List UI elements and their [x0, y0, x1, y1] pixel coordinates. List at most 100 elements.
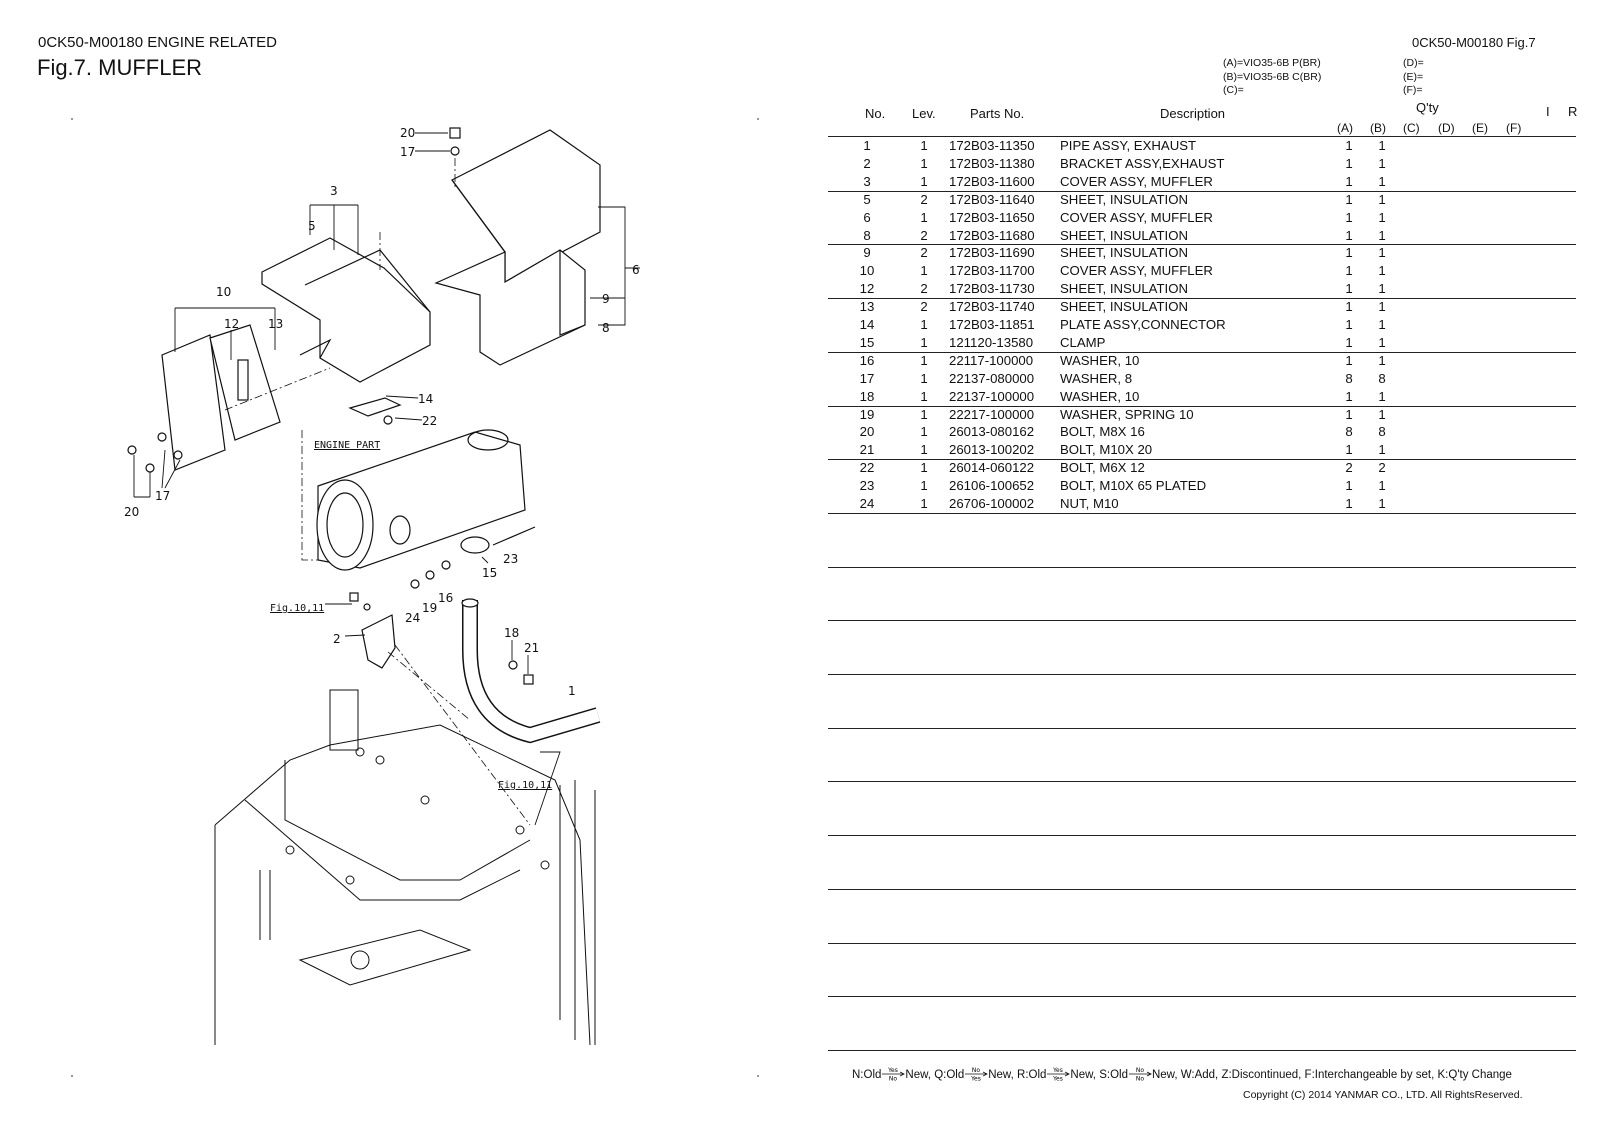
rule — [828, 351, 1576, 353]
svg-text:No: No — [1136, 1076, 1144, 1082]
cell-lev: 2 — [920, 299, 928, 315]
cell-description: SHEET, INSULATION — [1060, 299, 1188, 315]
cell-qty-b: 1 — [1378, 155, 1386, 171]
cell-lev: 1 — [920, 478, 928, 494]
cell-qty-a: 1 — [1345, 317, 1353, 332]
callout-16: 16 — [438, 591, 453, 605]
rule — [828, 512, 1576, 514]
cell-qty-a: 1 — [1345, 191, 1353, 207]
rule — [828, 835, 1576, 837]
cell-description: BRACKET ASSY,EXHAUST — [1060, 155, 1225, 171]
model-list-right: (D)= (E)= (F)= — [1403, 57, 1424, 98]
cell-lev: 1 — [920, 496, 928, 511]
rule — [828, 888, 1576, 890]
document-code-right: 0CK50-M00180 Fig.7 — [1412, 35, 1536, 50]
cell-qty-a: 2 — [1345, 460, 1353, 476]
cell-no: 19 — [859, 406, 875, 422]
cell-part-number: 172B03-11740 — [949, 299, 1035, 315]
legend-s-old: S:Old — [1099, 1069, 1128, 1081]
cell-description: WASHER, 10 — [1060, 388, 1140, 404]
cell-qty-b: 1 — [1378, 209, 1386, 225]
cell-no: 10 — [859, 263, 875, 279]
cell-no: 3 — [863, 173, 871, 189]
cell-part-number: 22117-100000 — [949, 352, 1034, 368]
cell-part-number: 22137-080000 — [949, 370, 1035, 386]
cell-qty-b: 1 — [1378, 317, 1386, 332]
svg-text:Yes: Yes — [888, 1067, 899, 1074]
cell-no: 14 — [859, 317, 875, 332]
cell-qty-b: 2 — [1378, 460, 1386, 476]
assembly-guide-lines — [224, 158, 531, 826]
cell-qty-a: 1 — [1345, 406, 1353, 422]
rule — [828, 996, 1576, 998]
cell-lev: 1 — [920, 460, 928, 476]
cell-no: 13 — [859, 299, 875, 315]
cell-no: 15 — [859, 334, 875, 350]
cell-lev: 2 — [920, 245, 928, 261]
header-d: (D) — [1438, 121, 1455, 135]
callout-21: 21 — [524, 641, 539, 655]
cell-lev: 1 — [920, 334, 928, 350]
cell-description: COVER ASSY, MUFFLER — [1060, 173, 1213, 189]
exhaust-bracket-2 — [361, 614, 396, 669]
legend-q-new: New, — [988, 1069, 1014, 1081]
header-r: R — [1568, 104, 1578, 119]
cell-qty-a: 1 — [1345, 334, 1353, 350]
cell-qty-a: 1 — [1345, 209, 1353, 225]
cell-qty-b: 1 — [1378, 352, 1386, 368]
rule — [828, 190, 1576, 192]
cell-part-number: 121120-13580 — [949, 334, 1034, 350]
cell-qty-b: 1 — [1378, 138, 1386, 153]
callout-23: 23 — [503, 552, 518, 566]
callout-15: 15 — [482, 566, 497, 580]
print-mark — [757, 1075, 759, 1077]
cell-no: 17 — [859, 370, 875, 386]
cell-no: 24 — [859, 496, 875, 511]
cell-lev: 2 — [920, 227, 928, 243]
legend-r-new: New, — [1070, 1069, 1096, 1081]
cell-description: NUT, M10 — [1060, 496, 1119, 511]
cell-qty-a: 1 — [1345, 299, 1353, 315]
callout-20-left: 20 — [124, 505, 139, 519]
cell-no: 1 — [863, 138, 871, 153]
figure-reference: Fig.10,11 — [270, 603, 324, 614]
cell-qty-b: 1 — [1378, 478, 1386, 494]
cell-lev: 1 — [920, 138, 928, 153]
legend-s-new: New, — [1151, 1069, 1178, 1081]
cell-qty-b: 1 — [1378, 406, 1386, 422]
print-mark — [71, 1075, 73, 1077]
cell-qty-a: 1 — [1345, 281, 1353, 297]
cell-no: 18 — [859, 388, 875, 404]
cell-lev: 1 — [920, 424, 928, 440]
header-b: (B) — [1370, 121, 1386, 135]
model-a: (A)=VIO35-6B P(BR) — [1223, 57, 1321, 69]
cell-lev: 1 — [920, 442, 928, 458]
copyright: Copyright (C) 2014 YANMAR CO., LTD. All … — [1243, 1089, 1523, 1101]
rule — [828, 1049, 1576, 1051]
connector-plate-14 — [348, 397, 402, 417]
cell-no: 22 — [859, 460, 875, 476]
cell-no: 20 — [859, 424, 875, 440]
cell-part-number: 22137-100000 — [949, 388, 1035, 404]
cell-qty-b: 1 — [1378, 496, 1386, 511]
cell-description: WASHER, SPRING 10 — [1060, 406, 1194, 422]
callout-18: 18 — [504, 626, 519, 640]
cell-qty-a: 1 — [1345, 478, 1353, 494]
callout-8: 8 — [602, 321, 610, 335]
rule — [828, 781, 1576, 783]
callout-2: 2 — [333, 632, 341, 646]
header-description: Description — [1160, 106, 1226, 121]
callout-12: 12 — [224, 317, 239, 331]
